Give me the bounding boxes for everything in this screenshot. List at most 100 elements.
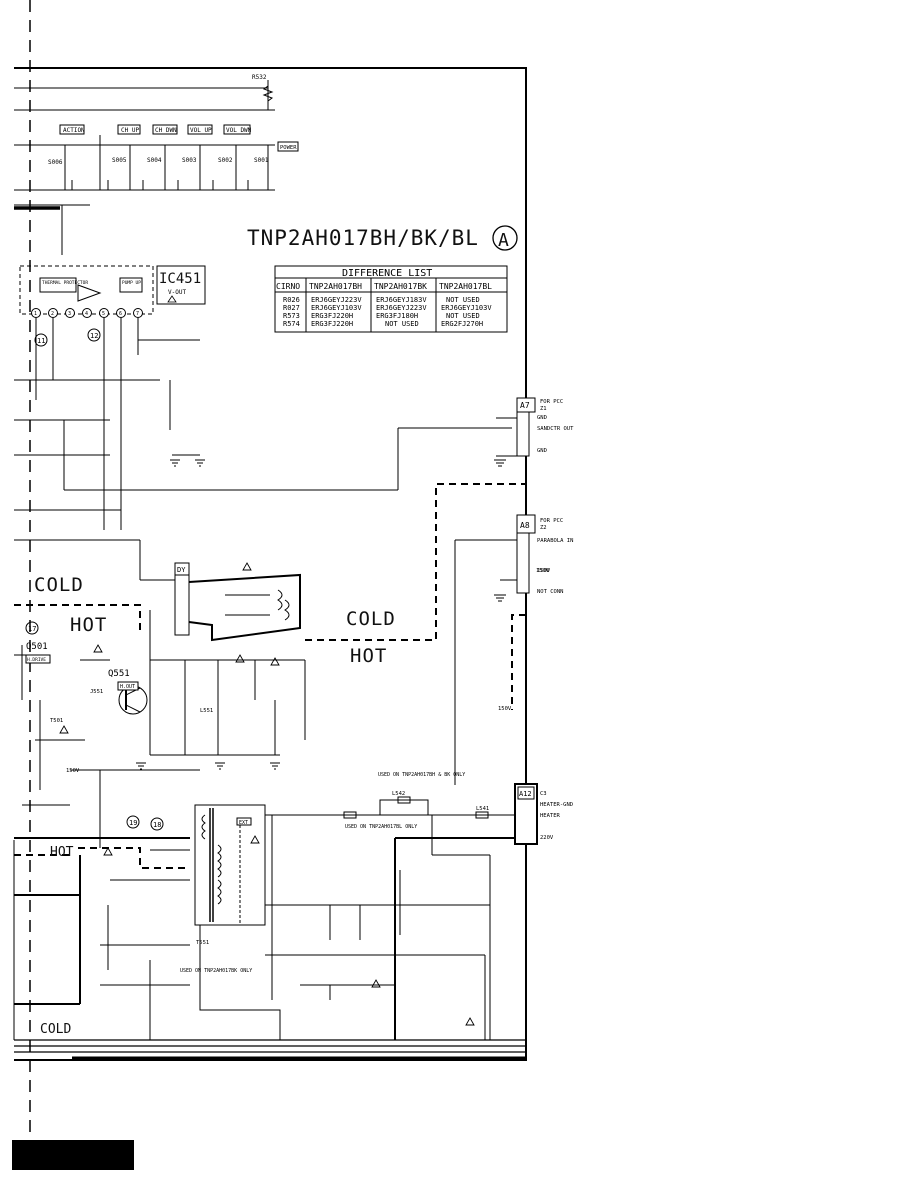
- t501-label: T501: [50, 718, 63, 724]
- a7-sub: Z1: [540, 406, 547, 412]
- h-out-label: H.OUT: [120, 684, 135, 690]
- power-label: POWER: [280, 145, 297, 151]
- dl-cell: ERG3FJ220H: [311, 320, 353, 328]
- note-used-on-bottom: USED ON TNP2AH017BL ONLY: [345, 824, 417, 830]
- ic451-sub: V-OUT: [168, 289, 186, 296]
- dl-cell: ERJ6GEYJ223V: [311, 296, 362, 304]
- switch-s003: S003: [182, 157, 197, 164]
- switch-s002: S002: [218, 157, 233, 164]
- ic-pin-5: 5: [102, 311, 105, 317]
- a7-title: FOR PCC: [540, 399, 563, 405]
- h-drive-label: H.DRIVE: [27, 657, 46, 663]
- vol-dwn-label: VOL DWN: [226, 127, 252, 134]
- a12-pin-3: 220V: [540, 835, 554, 841]
- a8-pin-1: PARABOLA IN: [537, 538, 573, 544]
- dl-cell: ERJ6GEYJ103V: [311, 304, 362, 312]
- dl-cell: ERJ6GEYJ103V: [441, 304, 492, 312]
- dl-cell: ERG2FJ270H: [441, 320, 483, 328]
- sheet-mark: A: [498, 230, 509, 251]
- dl-cell: ERG3FJ220H: [311, 312, 353, 320]
- dl-cell: R027: [283, 304, 300, 312]
- sheet-circle-icon: [492, 225, 518, 251]
- a7-pin-1: GND: [537, 415, 547, 421]
- switch-s006: S006: [48, 159, 63, 166]
- a12-id: A12: [519, 790, 532, 798]
- switch-s004: S004: [147, 157, 162, 164]
- ch-up-label: CH UP: [121, 127, 139, 134]
- a7-pin-3: GND: [537, 448, 547, 454]
- v150-c: 150V: [498, 706, 512, 712]
- l542-label: L542: [392, 791, 405, 797]
- callout-18: 18: [153, 821, 161, 829]
- dl-cell: NOT USED: [446, 312, 480, 320]
- callout-17: 17: [28, 625, 36, 633]
- a8-sub: Z2: [540, 525, 547, 531]
- dl-header-3: TNP2AH017BL: [439, 282, 492, 291]
- callout-11: 11: [37, 337, 45, 345]
- a12-pin-2: HEATER: [540, 813, 561, 819]
- dl-header-1: TNP2AH017BH: [309, 282, 362, 291]
- dl-cell: ERG3FJ180H: [376, 312, 418, 320]
- dl-cell: R574: [283, 320, 300, 328]
- a8-pin-3: NOT CONN: [537, 589, 564, 595]
- hot-label-3: HOT: [50, 845, 74, 860]
- ic-pin-7: 7: [136, 311, 139, 317]
- page-number-block: [12, 1140, 134, 1170]
- action-label: ACTION: [63, 127, 85, 134]
- ic-pin-3: 3: [68, 311, 71, 317]
- board-title: TNP2AH017BH/BK/BL: [247, 226, 479, 250]
- switch-s001: S001: [254, 157, 269, 164]
- connector-a8: A8 FOR PCC Z2 PARABOLA IN 150V NOT CONN: [454, 514, 573, 785]
- a8-id: A8: [520, 521, 530, 530]
- connector-a12: A12 C3 HEATER-GND HEATER 220V: [514, 783, 573, 845]
- ic-thermal: THERMAL PROTECTOR: [42, 280, 88, 286]
- dl-cell: NOT USED: [446, 296, 480, 304]
- switch-network: R532 ACTION CH UP CH DWN VOL UP VOL DWN …: [14, 74, 299, 255]
- a12-pin-1: HEATER-GND: [540, 802, 573, 808]
- dl-cell: ERJ6GEYJ223V: [376, 304, 427, 312]
- r532-label: R532: [252, 74, 267, 81]
- note-used-on-top: USED ON TNP2AH017BH & BK ONLY: [378, 772, 465, 778]
- a7-pin-2: SANDCTR OUT: [537, 426, 574, 432]
- dl-cell: R026: [283, 296, 300, 304]
- dl-cell: ERJ6GEYJ183V: [376, 296, 427, 304]
- v150-b: 150V: [536, 568, 550, 574]
- ext-label: EXT: [239, 820, 248, 826]
- callout-19: 19: [129, 819, 137, 827]
- l541-label: L541: [476, 806, 489, 812]
- connector-a7: A7 FOR PCC Z1 GND SANDCTR OUT GND: [496, 397, 574, 457]
- ic-pin-4: 4: [85, 311, 88, 317]
- cold-label-3: COLD: [40, 1022, 71, 1037]
- callout-12: 12: [90, 332, 98, 340]
- ic451-block: IC451 V-OUT THERMAL PROTECTOR PUMP UP 1 …: [19, 265, 206, 347]
- q551-label: Q551: [108, 669, 130, 679]
- j551-label: J551: [90, 689, 103, 695]
- ic-pin-2: 2: [51, 311, 54, 317]
- hot-label-2: HOT: [350, 645, 387, 667]
- dl-header-2: TNP2AH017BK: [374, 282, 427, 291]
- difference-list-title: DIFFERENCE LIST: [342, 268, 432, 279]
- ic-pin-1: 1: [34, 311, 37, 317]
- a12-title: C3: [540, 791, 547, 797]
- a8-title: FOR PCC: [540, 518, 563, 524]
- vol-up-label: VOL UP: [190, 127, 212, 134]
- ic451-name: IC451: [159, 271, 201, 287]
- a7-id: A7: [520, 401, 530, 410]
- t551-label: T551: [196, 940, 209, 946]
- ch-dwn-label: CH DWN: [155, 127, 177, 134]
- dy-label: DY: [177, 566, 186, 574]
- cold-label-2: COLD: [346, 608, 396, 630]
- fbt-t551: [100, 804, 490, 990]
- warning-icon: [59, 562, 475, 1026]
- difference-list: DIFFERENCE LIST CIRNO TNP2AH017BH TNP2AH…: [274, 265, 508, 333]
- dl-header-0: CIRNO: [276, 282, 300, 291]
- deflection-yoke: DY: [174, 562, 301, 642]
- switch-s005: S005: [112, 157, 127, 164]
- ground-icon: [136, 459, 506, 770]
- l551-label: L551: [200, 708, 213, 714]
- note-used-on-lower: USED ON TNP2AH017BK ONLY: [180, 968, 252, 974]
- ic-pump-up: PUMP UP: [122, 280, 141, 286]
- v150-a: 150V: [66, 768, 80, 774]
- q501-label: Q501: [26, 642, 48, 652]
